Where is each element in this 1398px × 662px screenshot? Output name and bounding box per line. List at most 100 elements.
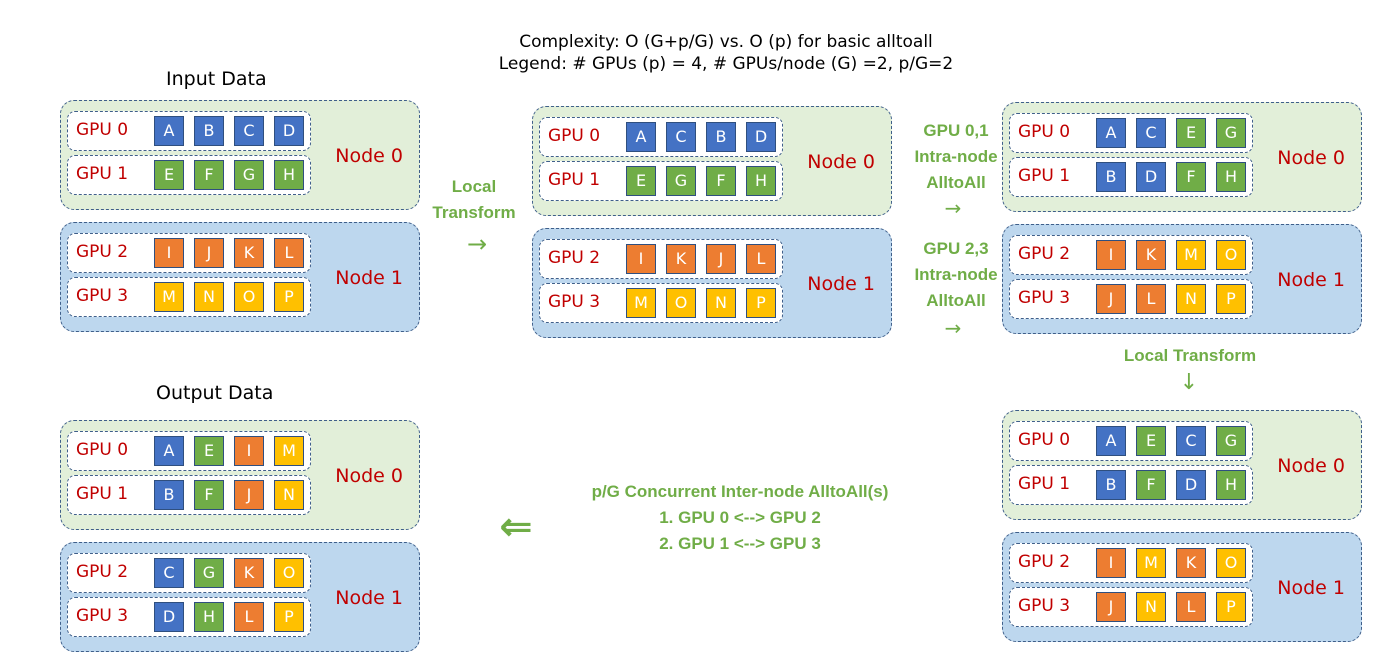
data-chunk: A <box>1096 118 1126 148</box>
data-chunk: M <box>154 282 184 312</box>
step-local-transform-1-line2: Transform <box>432 203 516 222</box>
step-intra-node-01-line3: AlltoAll <box>926 173 986 192</box>
data-chunk: I <box>154 238 184 268</box>
data-chunk: E <box>194 436 224 466</box>
gpu-label: GPU 0 <box>76 440 129 460</box>
data-chunk: C <box>1136 118 1166 148</box>
panel-title: Input Data <box>166 68 267 90</box>
data-chunk: P <box>1216 592 1246 622</box>
panel-title: Output Data <box>156 382 274 404</box>
data-chunk: I <box>234 436 264 466</box>
gpu-label: GPU 1 <box>76 484 129 504</box>
data-chunk: J <box>706 244 736 274</box>
node-label: Node 0 <box>335 465 403 487</box>
data-chunk: J <box>1096 284 1126 314</box>
data-chunk: N <box>1136 592 1166 622</box>
data-chunk: O <box>234 282 264 312</box>
node-label: Node 1 <box>807 273 875 295</box>
data-chunk: B <box>706 122 736 152</box>
complexity-text: Complexity: O (G+p/G) vs. O (p) for basi… <box>519 32 933 52</box>
step-local-transform-2-label: Local Transform <box>1123 346 1257 365</box>
data-chunk: D <box>1136 162 1166 192</box>
data-chunk: G <box>666 166 696 196</box>
data-chunk: K <box>666 244 696 274</box>
data-chunk: G <box>1216 118 1246 148</box>
data-chunk: O <box>1216 548 1246 578</box>
data-chunk: E <box>1176 118 1206 148</box>
gpu-label: GPU 2 <box>76 562 129 582</box>
data-chunk: H <box>1216 162 1246 192</box>
data-chunk: J <box>1096 592 1126 622</box>
data-chunk: M <box>1176 240 1206 270</box>
gpu-label: GPU 3 <box>76 606 129 626</box>
data-chunk: K <box>234 558 264 588</box>
data-chunk: K <box>1176 548 1206 578</box>
data-chunk: J <box>234 480 264 510</box>
data-chunk: L <box>1136 284 1166 314</box>
step-intra-node-23-line2: Intra-node <box>914 265 998 284</box>
gpu-label: GPU 1 <box>1018 474 1071 494</box>
right-arrow-icon: → <box>944 316 962 340</box>
data-chunk: G <box>234 160 264 190</box>
gpu-label: GPU 3 <box>548 292 601 312</box>
gpu-label: GPU 2 <box>548 248 601 268</box>
data-chunk: E <box>154 160 184 190</box>
node-label: Node 1 <box>335 267 403 289</box>
node-label: Node 1 <box>1277 269 1345 291</box>
right-arrow-icon: → <box>944 196 962 220</box>
data-chunk: C <box>234 116 264 146</box>
data-chunk: E <box>626 166 656 196</box>
step-inter-node-line1: p/G Concurrent Inter-node AlltoAll(s) <box>591 482 889 501</box>
data-chunk: F <box>706 166 736 196</box>
data-chunk: H <box>746 166 776 196</box>
gpu-label: GPU 2 <box>1018 244 1071 264</box>
gpu-label: GPU 1 <box>1018 166 1071 186</box>
data-chunk: C <box>666 122 696 152</box>
data-chunk: H <box>194 602 224 632</box>
data-chunk: D <box>746 122 776 152</box>
step-intra-node-23-line3: AlltoAll <box>926 291 986 310</box>
right-arrow-icon: → <box>466 230 488 258</box>
gpu-label: GPU 2 <box>1018 552 1071 572</box>
data-chunk: M <box>626 288 656 318</box>
data-chunk: G <box>194 558 224 588</box>
data-chunk: B <box>154 480 184 510</box>
data-chunk: D <box>154 602 184 632</box>
gpu-label: GPU 0 <box>1018 430 1071 450</box>
data-chunk: L <box>234 602 264 632</box>
data-chunk: O <box>1216 240 1246 270</box>
data-chunk: C <box>1176 426 1206 456</box>
data-chunk: F <box>1136 470 1166 500</box>
step-intra-node-23-line1: GPU 2,3 <box>923 239 989 258</box>
data-chunk: B <box>194 116 224 146</box>
gpu-label: GPU 3 <box>76 286 129 306</box>
data-chunk: O <box>274 558 304 588</box>
step-inter-node-line3: 2. GPU 1 <--> GPU 3 <box>659 534 821 553</box>
data-chunk: N <box>706 288 736 318</box>
data-chunk: O <box>666 288 696 318</box>
data-chunk: D <box>274 116 304 146</box>
data-chunk: P <box>746 288 776 318</box>
gpu-label: GPU 3 <box>1018 288 1071 308</box>
data-chunk: L <box>1176 592 1206 622</box>
